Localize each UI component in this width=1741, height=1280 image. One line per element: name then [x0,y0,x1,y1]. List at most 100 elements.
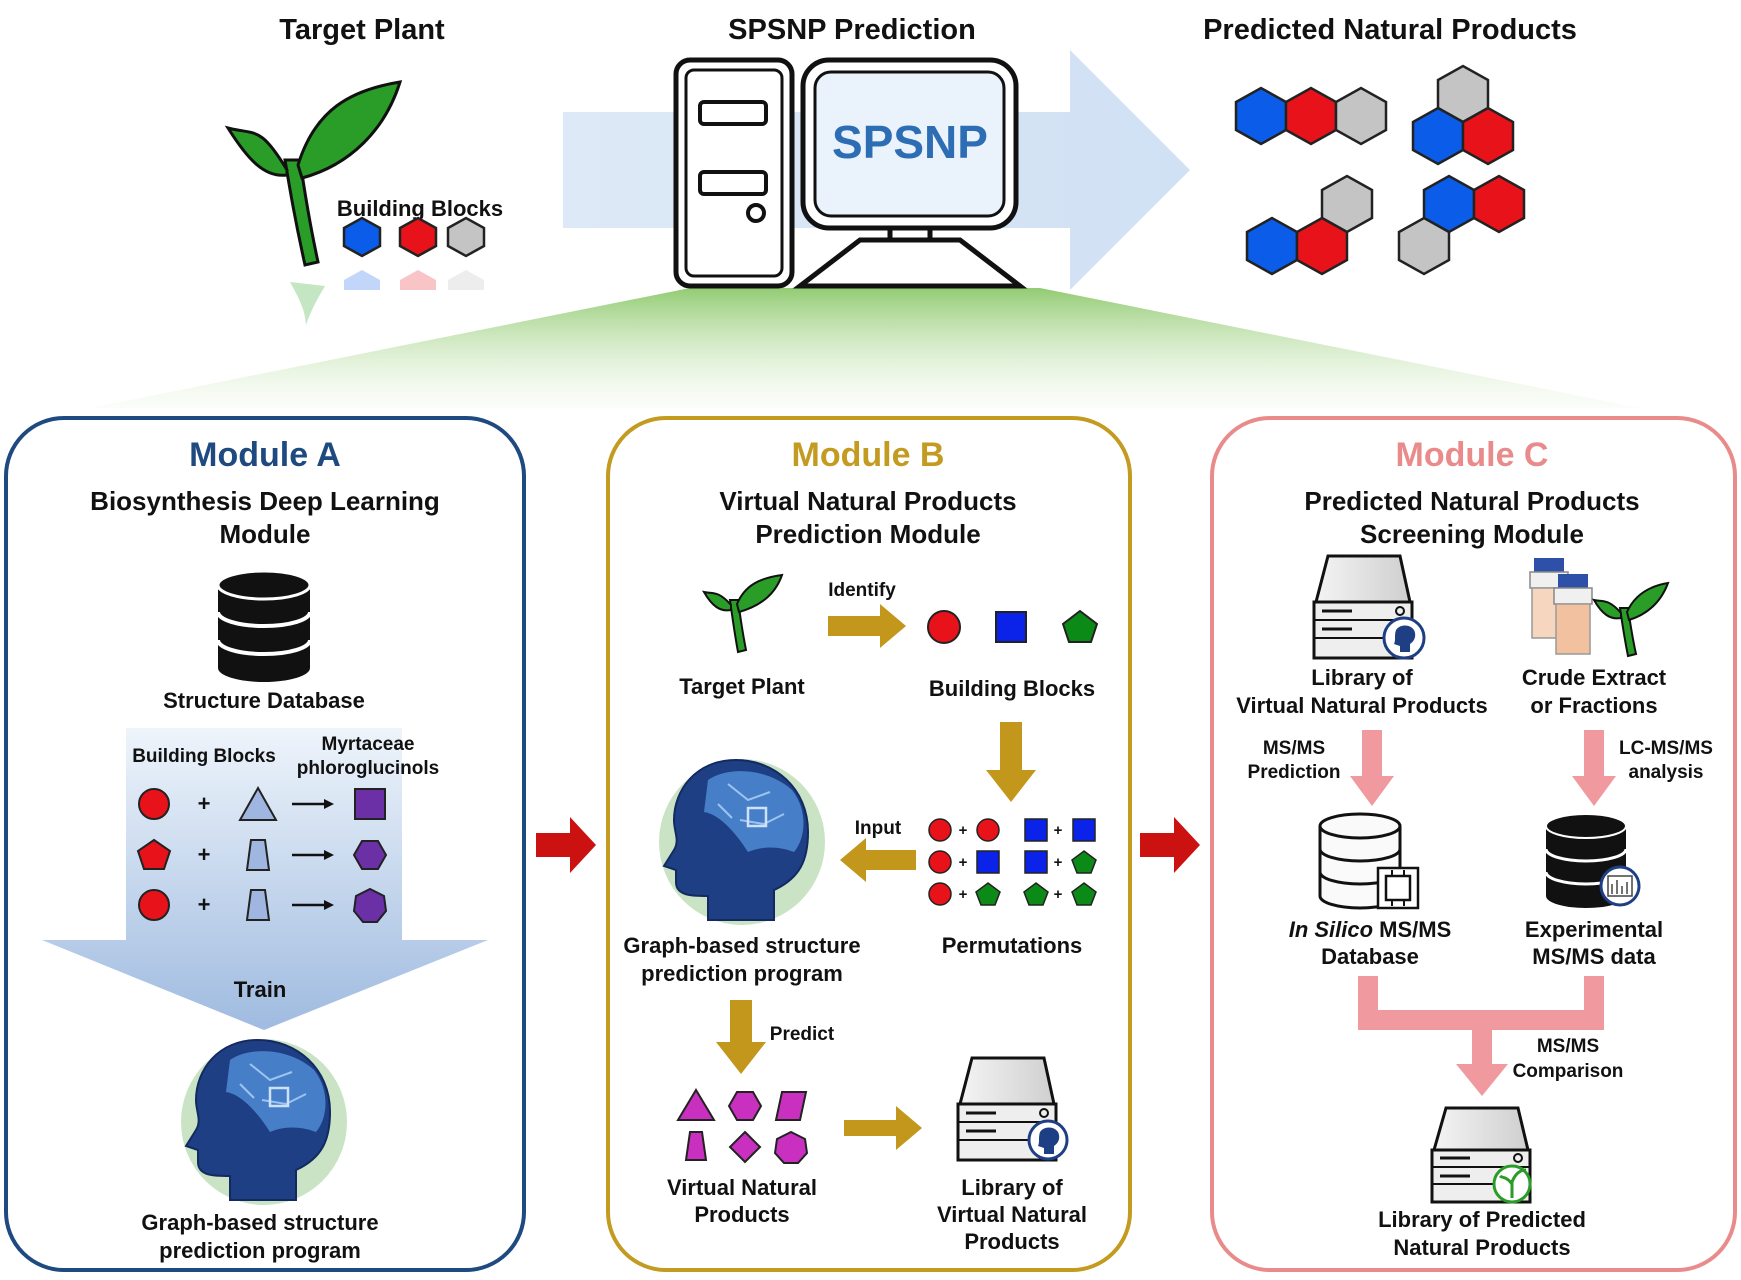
svg-text:+: + [959,854,968,871]
phloroglucinols-label: phloroglucinols [297,758,440,779]
lcms-analysis-arrow [1572,730,1616,806]
structure-database-icon [216,569,312,682]
reaction-arrow [292,850,334,860]
module-c-subtitle-line2: Screening Module [1360,519,1584,549]
expansion-funnel [90,288,1640,408]
identify-arrow [828,604,906,648]
gray-block-hexagon [446,216,486,258]
svg-text:+: + [1054,854,1063,871]
virtual-products-line2: Products [694,1202,789,1227]
comparison-line2: Comparison [1513,1061,1624,1082]
spsnp-prediction-heading: SPSNP Prediction [728,14,976,46]
experimental-line1: Experimental [1525,917,1663,942]
product-hex-group [1234,64,1526,276]
module-b-subtitle-line1: Virtual Natural Products [719,486,1016,516]
msms-prediction-arrow [1350,730,1394,806]
library-b-line1: Library of [961,1175,1063,1200]
lcms-line1: LC-MS/MS [1619,738,1713,759]
reaction-arrow [292,799,334,809]
lcms-line2: analysis [1629,762,1704,783]
virtual-library-server-icon [1312,554,1426,660]
experimental-database-icon [1544,813,1641,908]
crude-extract-line2: or Fractions [1530,693,1657,718]
module-a-to-b-arrow [536,817,596,873]
bb-to-permutations-arrow [986,722,1036,802]
msms-prediction-line2: Prediction [1248,762,1341,783]
purple-hexagon-product [352,840,388,870]
small-plant-icon [701,573,784,654]
comparison-line1: MS/MS [1537,1036,1599,1057]
trapezoid-block [245,839,271,871]
building-blocks-label: Building Blocks [337,196,503,221]
module-a-program-line2: prediction program [159,1238,361,1263]
in-silico-italic: In Silico [1289,917,1373,942]
identify-label: Identify [828,580,896,601]
module-b-subtitle-line2: Prediction Module [755,519,980,549]
svg-text:+: + [959,822,968,839]
module-b-program-line1: Graph-based structure [623,933,860,958]
monitor-icon: SPSNP [792,57,1028,289]
reaction-arrow [292,900,334,910]
module-b-bb-label: Building Blocks [929,676,1095,701]
to-library-arrow [844,1106,922,1150]
module-b-program-line2: prediction program [641,961,843,986]
virtual-library-server-icon [956,1056,1069,1162]
module-a-bb-label: Building Blocks [132,746,276,767]
module-b-to-c-arrow [1140,817,1200,873]
module-b-target-plant-label: Target Plant [679,674,805,699]
svg-text:+: + [1054,822,1063,839]
plus-sign: + [198,791,211,816]
input-label: Input [855,818,902,839]
module-a-subtitle-line2: Module [220,519,311,549]
structure-database-label: Structure Database [163,688,365,713]
purple-heptagon-product [352,887,388,923]
crude-extract-line1: Crude Extract [1522,665,1667,690]
ai-head-icon [659,758,825,925]
virtual-products-line1: Virtual Natural [667,1175,817,1200]
blue-block-hexagon [342,216,382,258]
in-silico-line2: Database [1321,944,1419,969]
input-arrow [840,838,916,882]
small-plant-icon [1591,581,1670,658]
module-a-title: Module A [189,436,341,474]
train-label: Train [234,977,287,1002]
predict-arrow [716,1000,766,1074]
predict-label: Predict [770,1024,835,1045]
svg-text:+: + [1054,886,1063,903]
myrtaceae-label: Myrtaceae [322,734,415,755]
target-plant-icon [224,80,403,325]
crude-extract-vials-icon [1529,558,1593,655]
bb-blue-square [995,611,1027,643]
red-circle-block [138,788,170,820]
library-b-line3: Products [964,1229,1059,1254]
building-block-hexagons [342,216,486,290]
module-c-title: Module C [1396,436,1549,474]
ai-head-icon [181,1038,347,1205]
in-silico-msms: MS/MS [1373,917,1451,942]
plus-sign: + [198,892,211,917]
target-plant-heading: Target Plant [279,14,445,46]
library-c-line1: Library of [1311,665,1413,690]
experimental-line2: MS/MS data [1532,944,1656,969]
monitor-spsnp-text: SPSNP [832,116,988,168]
permutations-grid: + + + + + + [928,818,1097,906]
plus-sign: + [198,842,211,867]
predicted-library-server-icon [1430,1106,1532,1204]
svg-text:+: + [959,886,968,903]
triangle-block [238,785,278,821]
in-silico-database-icon [1318,812,1420,910]
permutations-label: Permutations [942,933,1083,958]
module-a-subtitle-line1: Biosynthesis Deep Learning [90,486,440,516]
msms-comparison-arrow [1358,976,1604,1096]
library-c-line2: Virtual Natural Products [1236,693,1487,718]
module-a-program-line1: Graph-based structure [141,1210,378,1235]
msms-prediction-line1: MS/MS [1263,738,1325,759]
purple-square-product [354,788,386,820]
red-pentagon-block [136,838,172,870]
bb-red-circle [927,610,961,644]
bb-green-pentagon [1061,609,1099,643]
module-b-title: Module B [792,436,945,474]
pred-library-line1: Library of Predicted [1378,1207,1586,1232]
pred-library-line2: Natural Products [1393,1235,1570,1260]
